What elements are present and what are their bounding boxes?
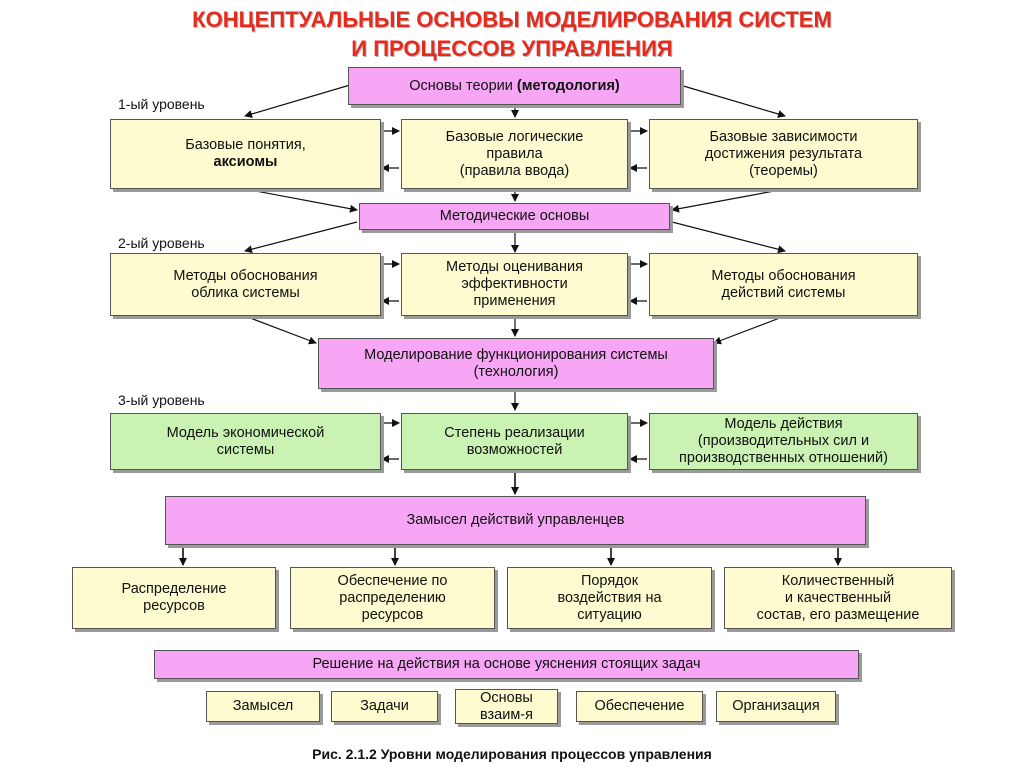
arrow-look-to-modeling <box>244 315 317 345</box>
bottom-support-box: Обеспечение <box>576 691 703 722</box>
diagram-title: КОНЦЕПТУАЛЬНЫЕ ОСНОВЫ МОДЕЛИРОВАНИЯ СИСТ… <box>0 5 1024 63</box>
bottom-intent-box: Замысел <box>206 691 320 722</box>
methods-look-box: Методы обоснования облика системы <box>110 253 381 316</box>
composition-box: Количественный и качественный состав, ег… <box>724 567 952 629</box>
intent-box: Замысел действий управленцев <box>165 496 866 545</box>
arrow-theory-to-concepts <box>244 84 351 118</box>
title-line-1: КОНЦЕПТУАЛЬНЫЕ ОСНОВЫ МОДЕЛИРОВАНИЯ СИСТ… <box>192 7 832 32</box>
arrow-theory-to-dependencies <box>679 84 786 118</box>
arrow-actions-to-modeling <box>713 315 786 345</box>
figure-caption: Рис. 2.1.2 Уровни моделирования процессо… <box>312 746 712 762</box>
arrow-methodical-to-look <box>244 221 358 254</box>
title-line-2: И ПРОЦЕССОВ УПРАВЛЕНИЯ <box>351 36 673 61</box>
modeling-box: Моделирование функционирования системы (… <box>318 338 714 389</box>
economic-model-box: Модель экономической системы <box>110 413 381 470</box>
methodical-box: Методические основы <box>359 203 670 230</box>
order-box: Порядок воздействия на ситуацию <box>507 567 712 629</box>
arrow-concepts-to-methodical <box>244 188 358 213</box>
decision-box: Решение на действия на основе уяснения с… <box>154 650 859 679</box>
bottom-org-box: Организация <box>716 691 836 722</box>
provision-box: Обеспечение по распределению ресурсов <box>290 567 495 629</box>
methods-eval-box: Методы оценивания эффективности применен… <box>401 253 628 316</box>
theory-bold: (методология) <box>516 77 620 94</box>
dependencies-box: Базовые зависимости достижения результат… <box>649 119 918 189</box>
level-3-label: 3-ый уровень <box>118 392 205 408</box>
basic-concepts-box: Базовые понятия, аксиомы <box>110 119 381 189</box>
distribution-box: Распределение ресурсов <box>72 567 276 629</box>
theory-box: Основы теории (методология) <box>348 67 681 105</box>
action-model-box: Модель действия (производительных сил и … <box>649 413 918 470</box>
bottom-basis-box: Основы взаим-я <box>455 689 558 724</box>
logic-rules-box: Базовые логические правила (правила ввод… <box>401 119 628 189</box>
arrow-dependencies-to-methodical <box>671 188 786 213</box>
level-2-label: 2-ый уровень <box>118 235 205 251</box>
theory-text: Основы теории (методология) <box>409 77 620 94</box>
realization-box: Степень реализации возможностей <box>401 413 628 470</box>
level-1-label: 1-ый уровень <box>118 96 205 112</box>
bottom-tasks-box: Задачи <box>331 691 438 722</box>
arrow-methodical-to-actions <box>671 221 786 254</box>
methods-actions-box: Методы обоснования действий системы <box>649 253 918 316</box>
